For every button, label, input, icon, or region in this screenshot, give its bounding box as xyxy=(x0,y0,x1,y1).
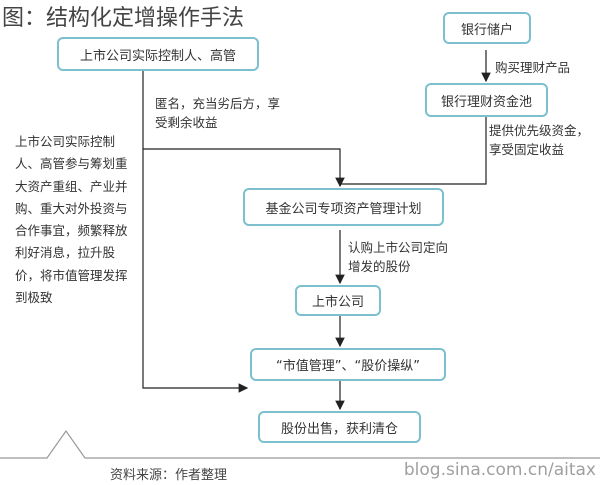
label-left-description: 上市公司实际控制人、高管参与筹划重大资产重组、产业并购、重大对外投资与合作事宜，… xyxy=(15,134,128,306)
box-manage: “市值管理”、“股价操纵” xyxy=(250,348,446,381)
box-pool: 银行理财资金池 xyxy=(425,83,548,117)
box-exit: 股份出售，获利清仓 xyxy=(258,411,421,443)
label-anon: 匿名，充当劣后方，享受剩余收益 xyxy=(155,96,281,130)
label-subscribe: 认购上市公司定向增发的股份 xyxy=(348,240,449,274)
line-controller-down xyxy=(142,70,249,393)
box-company: 上市公司 xyxy=(295,285,381,316)
line-pool-fund xyxy=(340,117,487,185)
watermark: blog.sina.com.cn/aitax xyxy=(403,460,596,480)
label-buy: 购买理财产品 xyxy=(495,60,571,75)
arrow-controller-fund xyxy=(143,148,345,188)
label-priority: 提供优先级资金，享受固定收益 xyxy=(489,123,590,157)
box-depositor: 银行储户 xyxy=(443,12,531,44)
box-controller: 上市公司实际控制人、高管 xyxy=(57,37,259,71)
page-title: 图：结构化定增操作手法 xyxy=(2,6,245,31)
bottom-rule xyxy=(0,429,600,459)
box-fund: 基金公司专项资产管理计划 xyxy=(243,188,444,226)
source-note: 资料来源：作者整理 xyxy=(110,468,228,483)
